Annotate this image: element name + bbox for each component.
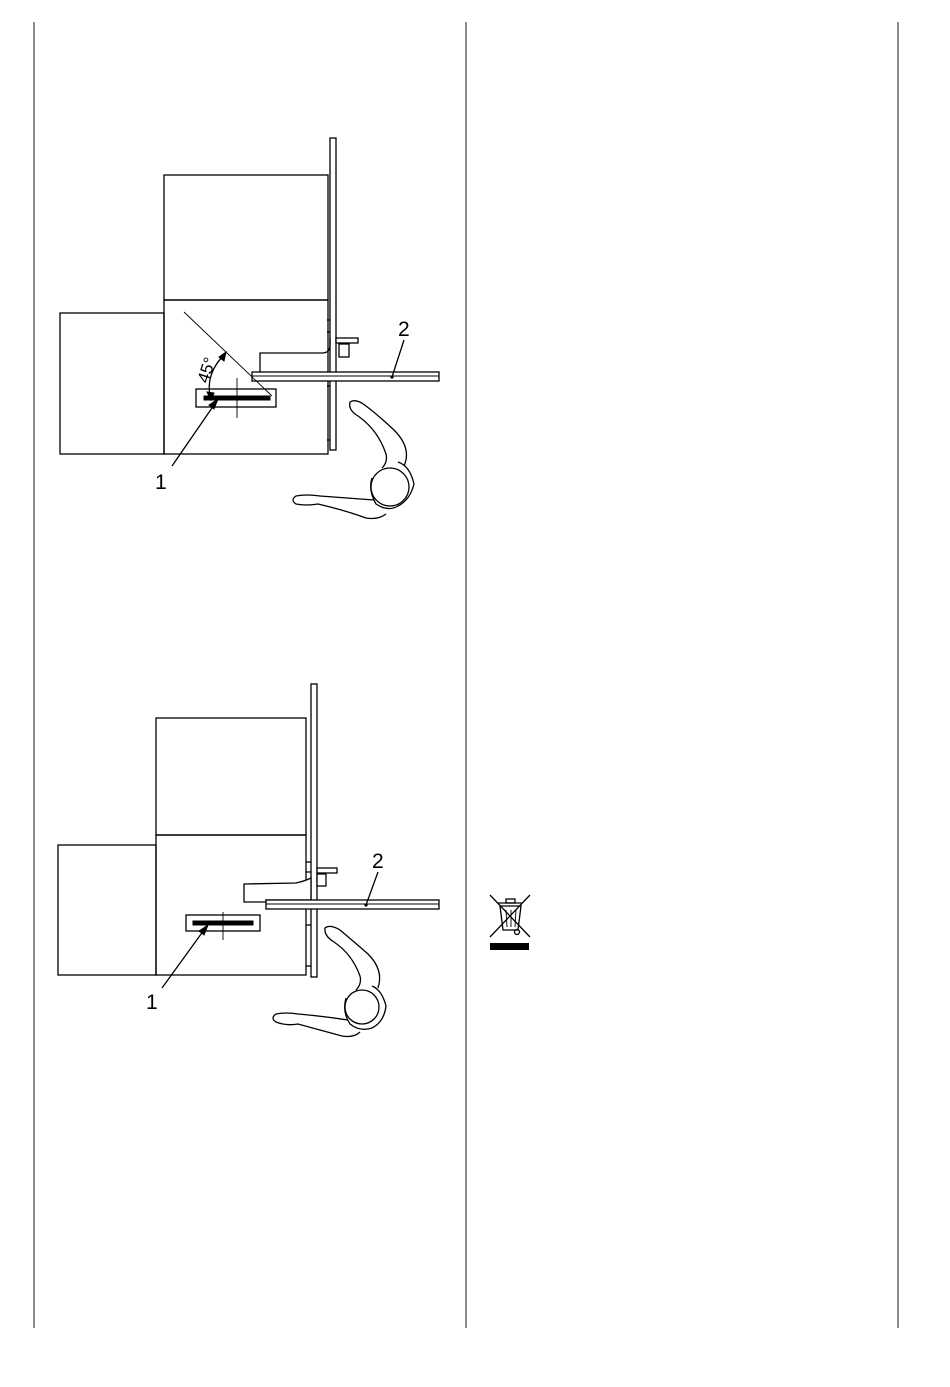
side-table-block [58, 845, 156, 975]
operator-body [345, 986, 386, 1029]
bin-lid-handle [506, 899, 515, 903]
callout-label-2: 2 [372, 850, 384, 873]
vertical-fence [311, 684, 317, 977]
clamp-knob [339, 344, 349, 357]
operator-arm-raised [350, 401, 407, 468]
machine-body-upper [164, 175, 328, 300]
bin-stripe [515, 910, 516, 927]
extension-table [266, 900, 439, 909]
side-table-block [60, 313, 164, 454]
callout-label-1: 1 [155, 471, 167, 494]
angle-label: 45° [194, 355, 220, 385]
callout-label-2: 2 [398, 318, 410, 341]
figure-bottom-saw-straight-cut: 1 2 [58, 684, 439, 1037]
support-arm [244, 878, 311, 902]
operator-arm-extended [293, 495, 386, 519]
operator-figure [293, 401, 414, 519]
crossed-out-wheeled-bin-icon [490, 895, 530, 950]
angle-reference-line [184, 312, 272, 396]
operator-arm-raised [325, 926, 380, 990]
vertical-fence [330, 138, 336, 450]
support-arm [260, 338, 330, 372]
leader-line-1 [172, 405, 214, 466]
arm-clamp [317, 868, 337, 873]
callout-label-1: 1 [146, 991, 158, 1014]
extension-table [252, 372, 439, 381]
arm-clamp [336, 338, 358, 343]
clamp-knob [317, 874, 326, 886]
weee-bar [490, 943, 529, 950]
leader-line-1 [162, 930, 204, 988]
figure-top-saw-angled-cut: 45° 1 2 [60, 138, 439, 519]
operator-arm-extended [273, 1013, 360, 1037]
operator-figure [273, 926, 386, 1036]
machine-body-upper [156, 718, 306, 835]
operator-head [371, 468, 409, 506]
operator-head [345, 990, 379, 1024]
